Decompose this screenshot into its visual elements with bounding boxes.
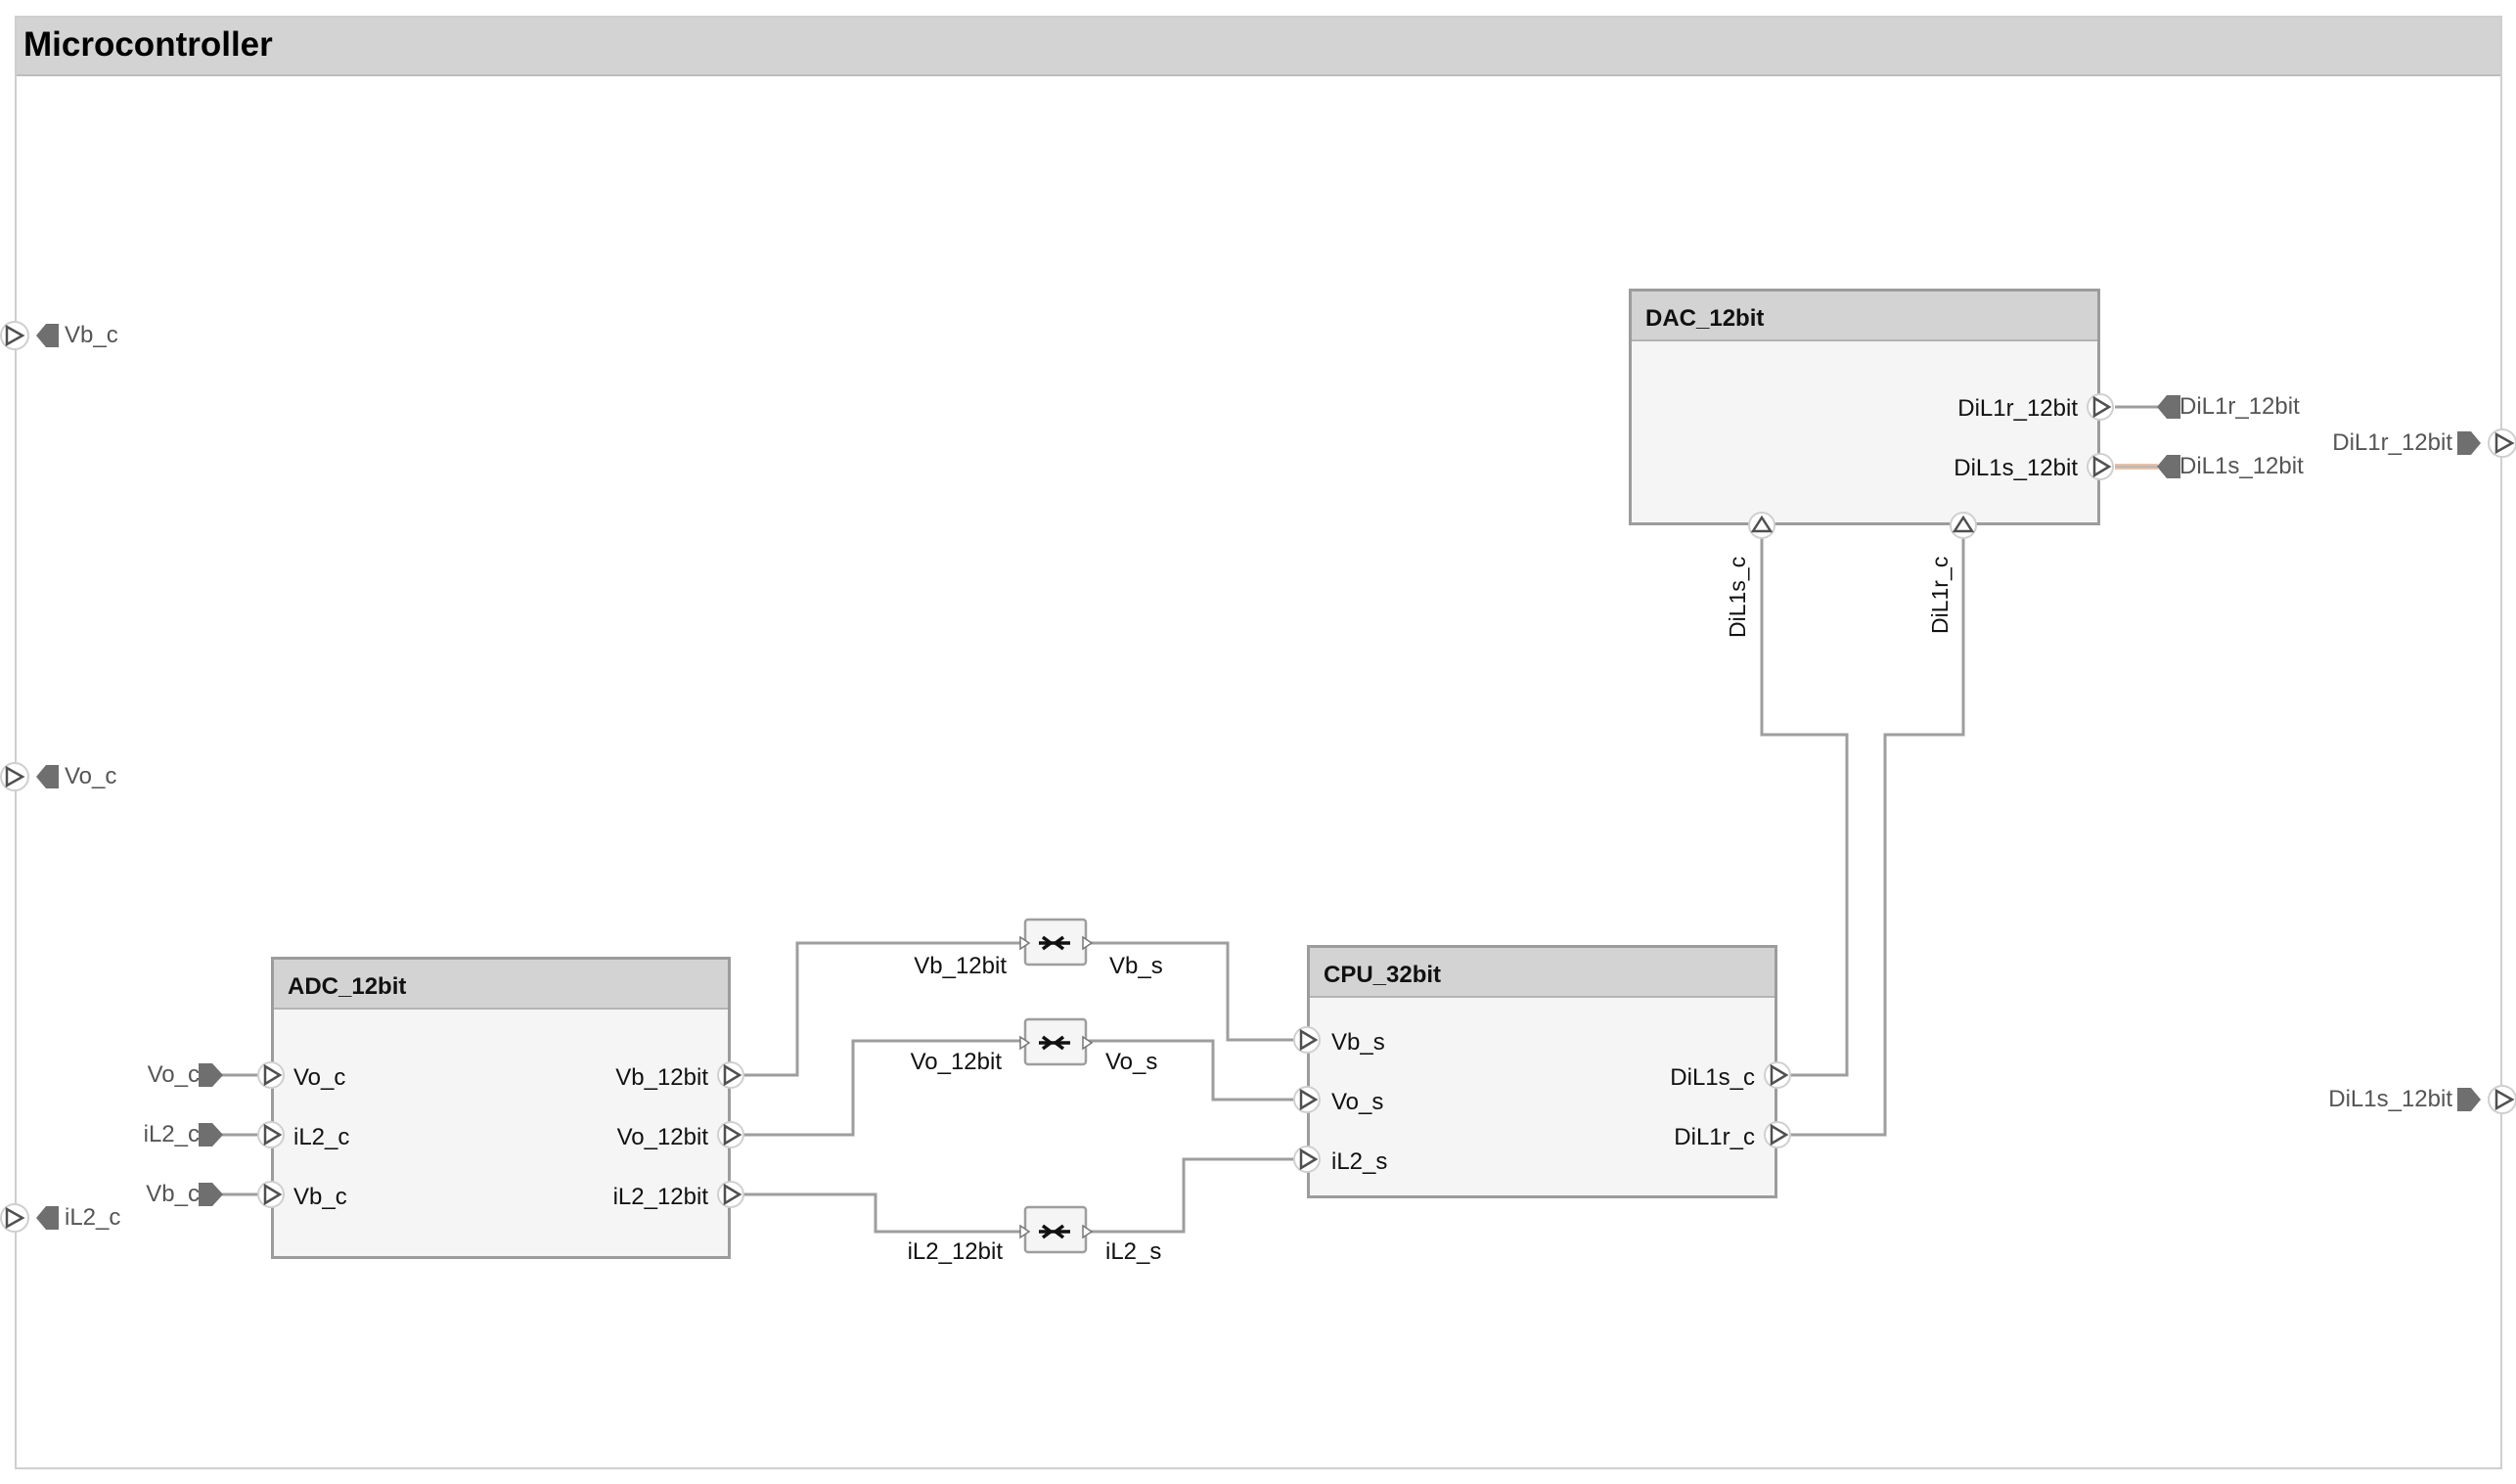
port-label: iL2_c bbox=[293, 1124, 350, 1150]
goto-tag-icon bbox=[2457, 1088, 2481, 1111]
port-label: Vo_c bbox=[293, 1064, 346, 1091]
wire-il2-s bbox=[1088, 1157, 1297, 1234]
port-label: DiL1r_12bit bbox=[1957, 395, 2078, 422]
goto-tag-icon[interactable] bbox=[2157, 395, 2180, 478]
dac-input-label: DiL1s_c bbox=[1725, 556, 1750, 638]
from-tag-icon bbox=[36, 324, 59, 347]
rate-transition-icon bbox=[1039, 1035, 1070, 1051]
rate-transition-3[interactable] bbox=[1019, 1205, 1094, 1254]
subsystem-titlebar: Microcontroller bbox=[17, 18, 2500, 76]
block-title: CPU_32bit bbox=[1324, 962, 1442, 988]
wire-vo-s bbox=[1088, 1039, 1297, 1102]
goto-tag-label: DiL1s_12bit bbox=[2179, 453, 2304, 479]
signal-label: Vb_12bit bbox=[914, 953, 1007, 979]
block-header: ADC_12bit bbox=[274, 960, 728, 1010]
rate-transition-icon bbox=[1039, 935, 1070, 951]
inport-label: Vb_c bbox=[65, 322, 118, 348]
port-label: DiL1s_12bit bbox=[1954, 455, 2078, 481]
outport-label: DiL1r_12bit bbox=[2332, 429, 2452, 456]
port-label: Vb_c bbox=[293, 1184, 347, 1210]
from-tag-label: Vo_c bbox=[147, 1061, 200, 1088]
port-label: Vo_s bbox=[1331, 1089, 1384, 1115]
from-tag-icon bbox=[36, 1206, 59, 1230]
goto-tag-label: DiL1r_12bit bbox=[2179, 393, 2300, 420]
signal-label: Vo_12bit bbox=[910, 1049, 1002, 1075]
wire-dil1r bbox=[1790, 538, 1965, 1137]
subsystem-title: Microcontroller bbox=[23, 25, 273, 64]
port-label: iL2_12bit bbox=[612, 1184, 708, 1210]
block-header: CPU_32bit bbox=[1310, 948, 1775, 998]
outport-dil1r-12bit[interactable] bbox=[2457, 428, 2516, 458]
rate-transition-1[interactable] bbox=[1019, 918, 1094, 967]
from-tag-icon bbox=[36, 765, 59, 788]
from-tag-label: iL2_c bbox=[143, 1121, 200, 1147]
block-title: DAC_12bit bbox=[1645, 305, 1765, 332]
block-adc-12bit[interactable]: ADC_12bit Vo_c iL2_c Vb_c Vb_12bit Vo_12… bbox=[271, 957, 731, 1259]
rate-transition-2[interactable] bbox=[1019, 1017, 1094, 1066]
wire-vo bbox=[743, 1039, 1021, 1137]
block-cpu-32bit[interactable]: CPU_32bit Vb_s Vo_s iL2_s DiL1s_c DiL1r_… bbox=[1307, 945, 1777, 1198]
signal-label: iL2_s bbox=[1105, 1238, 1162, 1265]
port-label: iL2_s bbox=[1331, 1148, 1388, 1175]
port-label: Vo_12bit bbox=[616, 1124, 708, 1150]
rate-transition-icon bbox=[1039, 1224, 1070, 1239]
signal-label: Vb_s bbox=[1109, 953, 1163, 979]
from-tag-label: Vb_c bbox=[146, 1181, 200, 1207]
port-label: DiL1s_c bbox=[1670, 1064, 1755, 1091]
inport-vb-c[interactable] bbox=[0, 321, 59, 350]
block-header: DAC_12bit bbox=[1632, 292, 2097, 341]
signal-label: Vo_s bbox=[1105, 1049, 1158, 1075]
dac-input-label: DiL1r_c bbox=[1927, 556, 1953, 634]
wire-dil1s bbox=[1760, 538, 1849, 1077]
goto-tag-icon bbox=[2457, 431, 2481, 455]
inport-vo-c[interactable] bbox=[0, 762, 59, 791]
block-title: ADC_12bit bbox=[288, 973, 407, 1000]
inport-il2-c[interactable] bbox=[0, 1203, 59, 1233]
wire-il2 bbox=[743, 1192, 1021, 1234]
port-label: DiL1r_c bbox=[1674, 1124, 1755, 1150]
wire-vb-s bbox=[1088, 941, 1297, 1042]
wire-vb bbox=[743, 941, 1021, 1077]
inport-label: iL2_c bbox=[65, 1204, 121, 1231]
port-label: Vb_12bit bbox=[615, 1064, 708, 1091]
inport-label: Vo_c bbox=[65, 763, 117, 789]
from-tag-icon[interactable] bbox=[199, 1063, 223, 1206]
outport-label: DiL1s_12bit bbox=[2328, 1086, 2452, 1112]
port-label: Vb_s bbox=[1331, 1029, 1385, 1056]
outport-dil1s-12bit[interactable] bbox=[2457, 1085, 2516, 1114]
signal-label: iL2_12bit bbox=[907, 1238, 1003, 1265]
